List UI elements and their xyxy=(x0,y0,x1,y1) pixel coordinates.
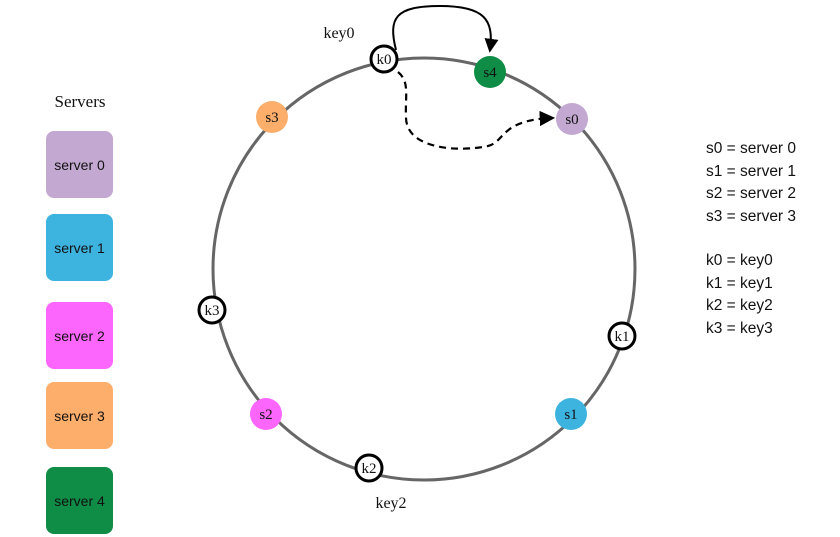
legend-server-1: s1 = server 1 xyxy=(706,162,797,180)
server-box-1[interactable]: server 1 xyxy=(46,214,113,281)
node-s2-label: s2 xyxy=(259,407,272,423)
node-s0-circle xyxy=(556,103,588,135)
node-s3[interactable]: s3 xyxy=(256,101,288,133)
server-box-label: server 0 xyxy=(54,156,105,173)
hash-ring xyxy=(211,56,637,482)
node-k0-circle xyxy=(369,44,399,74)
key0-label: key0 xyxy=(323,25,354,42)
server-box-label: server 1 xyxy=(54,239,105,256)
node-s1-label: s1 xyxy=(564,407,577,423)
node-s3-circle xyxy=(256,101,288,133)
arrow-k0-to-s0-dashed xyxy=(397,71,556,150)
server-box-label: server 4 xyxy=(54,492,105,509)
legend-server-3: s3 = server 3 xyxy=(706,207,797,225)
node-k0-label: k0 xyxy=(377,52,392,68)
node-s4[interactable]: s4 xyxy=(474,56,506,88)
arrow-k0-to-s4 xyxy=(392,4,499,53)
node-k2[interactable]: k2 xyxy=(354,453,384,483)
legend-server-0: s0 = server 0 xyxy=(706,140,797,157)
node-k3[interactable]: k3 xyxy=(197,295,227,325)
node-k1-label: k1 xyxy=(615,329,630,345)
legend-key-2: k2 = key2 xyxy=(706,297,773,314)
servers-panel-title: Servers xyxy=(54,92,106,111)
node-s2-circle xyxy=(250,398,282,430)
node-k3-label: k3 xyxy=(205,303,220,319)
legend-key-1: k1 = key1 xyxy=(706,274,773,292)
server-box-0[interactable]: server 0 xyxy=(46,131,113,198)
node-k2-circle xyxy=(354,453,384,483)
node-k0[interactable]: k0 xyxy=(369,44,399,74)
node-s4-label: s4 xyxy=(483,65,497,81)
node-s2[interactable]: s2 xyxy=(250,398,282,430)
legend-server-2: s2 = server 2 xyxy=(706,185,797,202)
node-k1[interactable]: k1 xyxy=(607,321,637,351)
node-k3-circle xyxy=(197,295,227,325)
legend-spacer xyxy=(706,228,796,250)
server-box-3[interactable]: server 3 xyxy=(46,382,113,449)
node-s4-circle xyxy=(474,56,506,88)
legend-key-3: k3 = key3 xyxy=(706,319,773,337)
server-box-label: server 3 xyxy=(54,407,105,424)
legend-key-0: k0 = key0 xyxy=(706,252,773,269)
key2-label: key2 xyxy=(375,495,406,512)
node-s0-label: s0 xyxy=(565,112,578,128)
server-box-label: server 2 xyxy=(54,327,105,344)
node-s1[interactable]: s1 xyxy=(555,398,587,430)
node-k2-label: k2 xyxy=(362,461,377,477)
server-box-2[interactable]: server 2 xyxy=(46,302,113,369)
legend: s0 = server 0 s1 = server 1 s2 = server … xyxy=(706,138,796,340)
node-s0[interactable]: s0 xyxy=(556,103,588,135)
node-s3-label: s3 xyxy=(265,110,278,126)
server-box-4[interactable]: server 4 xyxy=(46,467,113,534)
node-s1-circle xyxy=(555,398,587,430)
node-k1-circle xyxy=(607,321,637,351)
